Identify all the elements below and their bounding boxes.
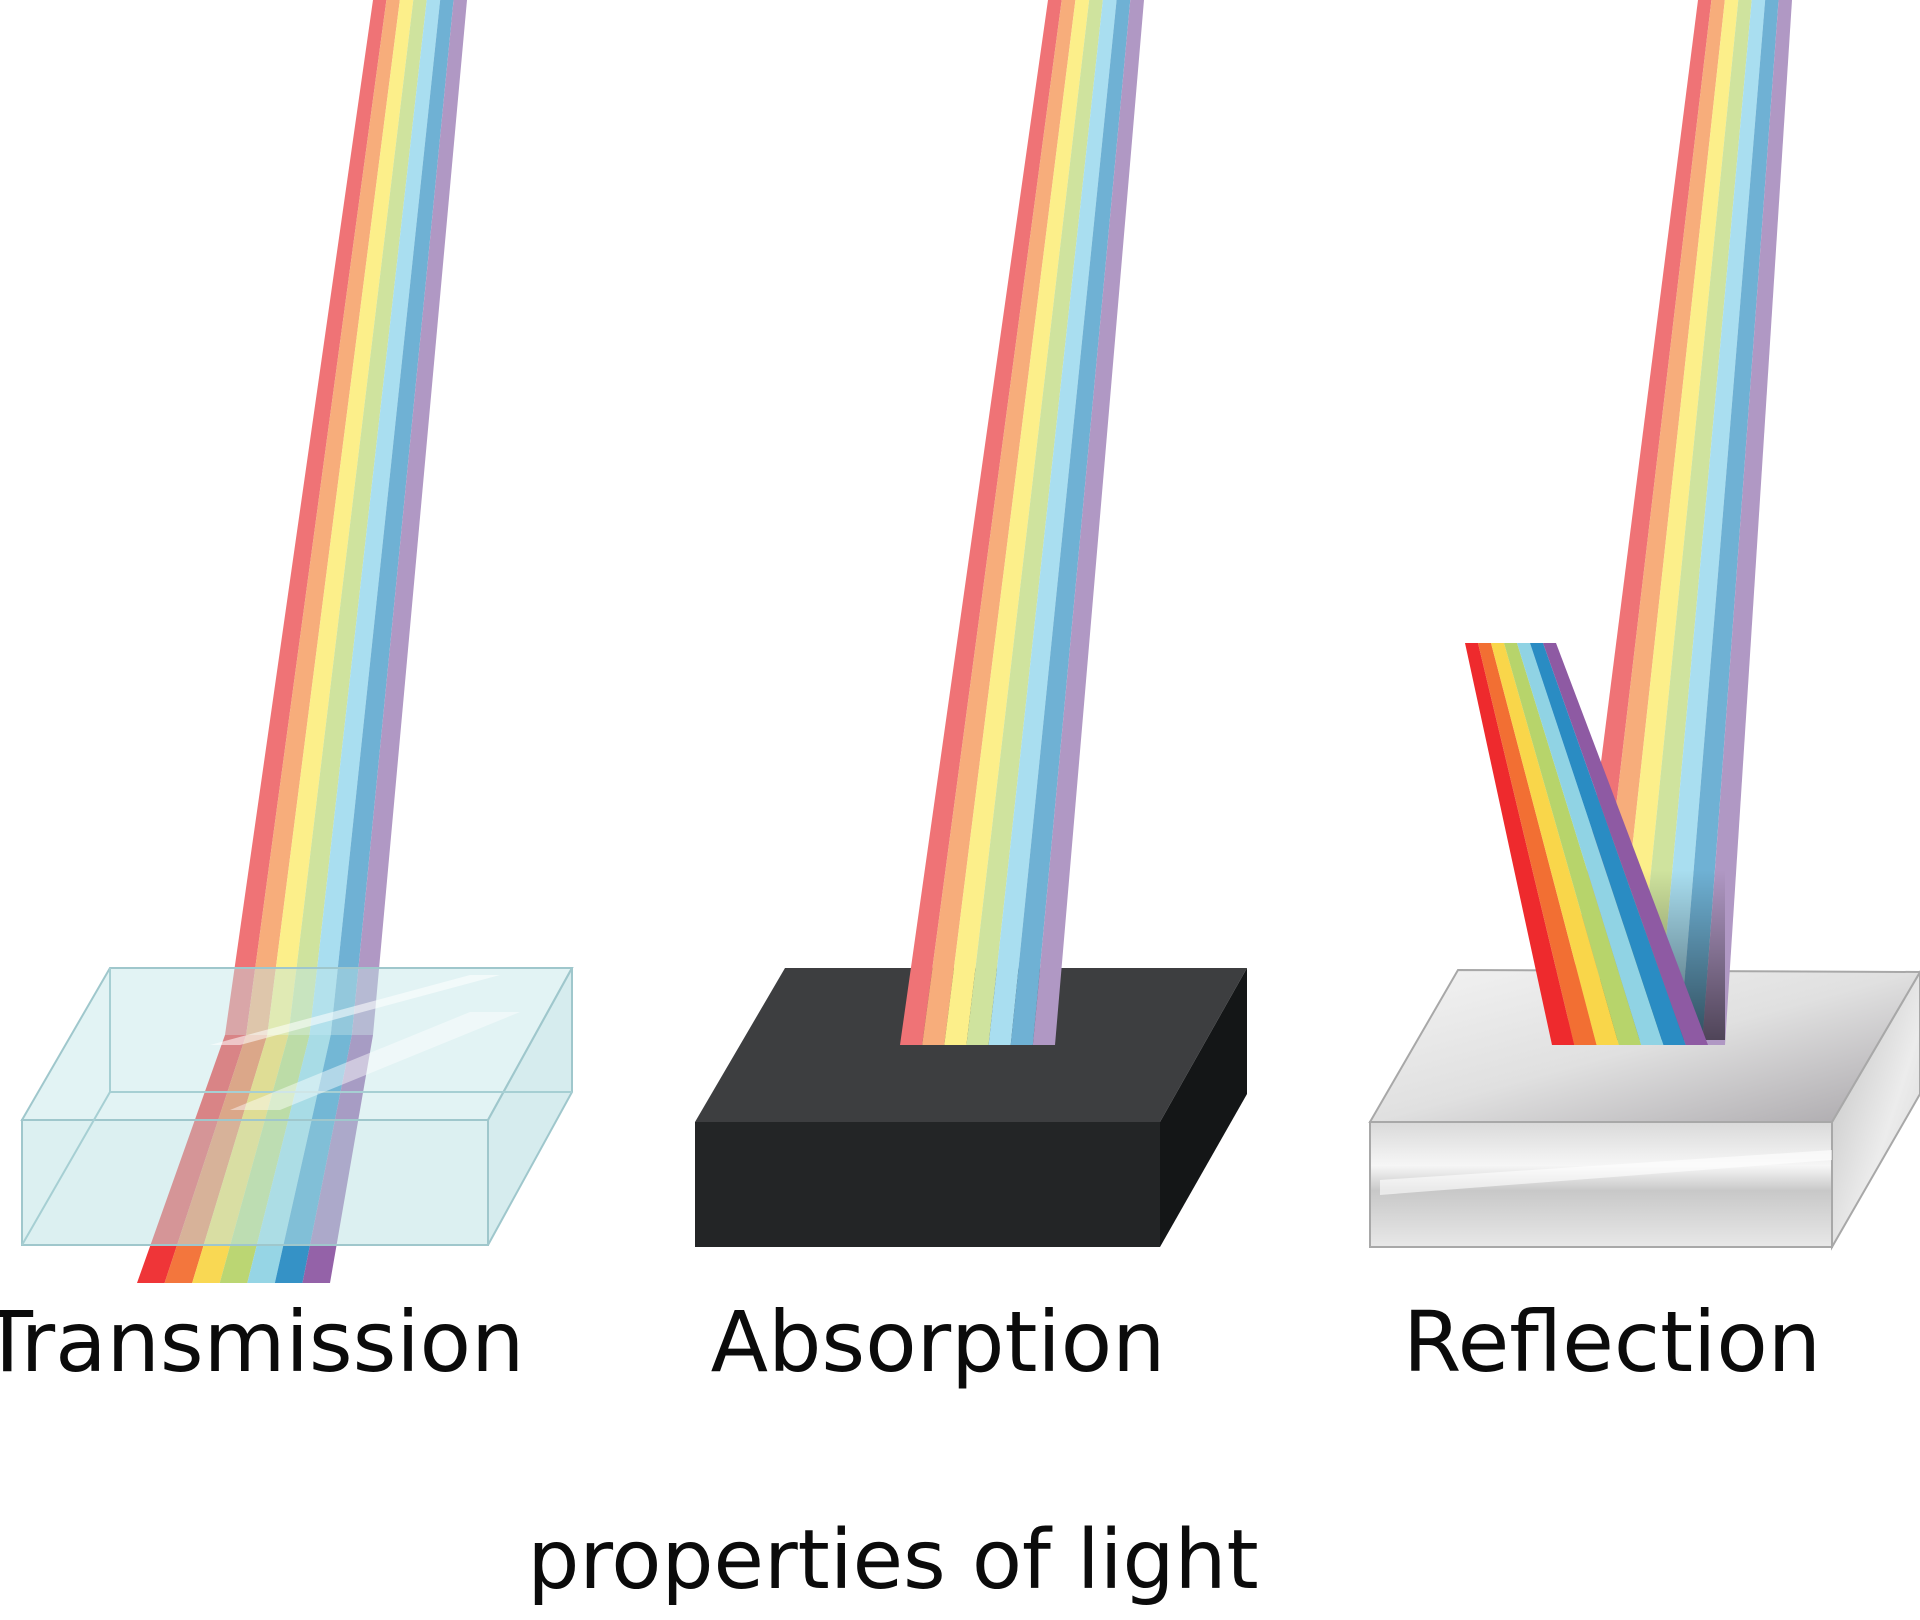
beam-stripe [1633,0,1752,1045]
reflected-light-beam [1465,643,1708,1045]
beam-stripe [309,0,441,1035]
glass-block [20,967,574,1246]
transmission-label: Transmission [0,1293,525,1391]
beam-stripe [1702,0,1792,1045]
beam-stripe [225,0,387,1035]
beam-stripe [900,0,1062,1045]
beam-stripe [944,0,1090,1045]
metallic-block [1368,968,1920,1251]
beam-stripe [1679,0,1779,1045]
beam-stripe [1504,643,1642,1045]
beam-stripe [1010,0,1131,1045]
absorption-panel [695,0,1247,1247]
beam-stripe [330,0,454,1035]
beam-stripe [1543,643,1708,1045]
absorption-label: Absorption [710,1293,1166,1391]
beam-stripe [288,0,427,1035]
beam-stripe [988,0,1117,1045]
beam-stripe [1465,643,1575,1045]
beam-stripe [1587,0,1725,1045]
incident-light-beam [225,0,467,1035]
beam-stripe [1656,0,1766,1045]
beam-stripe [1610,0,1739,1045]
beam-stripe [1478,643,1597,1045]
beam-stripe [351,0,467,1035]
reflection-label: Reflection [1403,1293,1821,1391]
beam-stripe [267,0,414,1035]
transmission-panel [20,0,574,1283]
beam-stripe [922,0,1076,1045]
beam-stripe [1530,643,1686,1045]
reflection-panel [1368,0,1920,1251]
diagram-caption: properties of light [527,1513,1259,1608]
beam-stripe [1517,643,1664,1045]
beam-stripe [246,0,400,1035]
incident-light-beam [1565,0,1792,1045]
beam-stripe [966,0,1103,1045]
beam-stripe [1032,0,1144,1045]
incident-light-beam [900,0,1144,1045]
beam-stripe [1491,643,1619,1045]
